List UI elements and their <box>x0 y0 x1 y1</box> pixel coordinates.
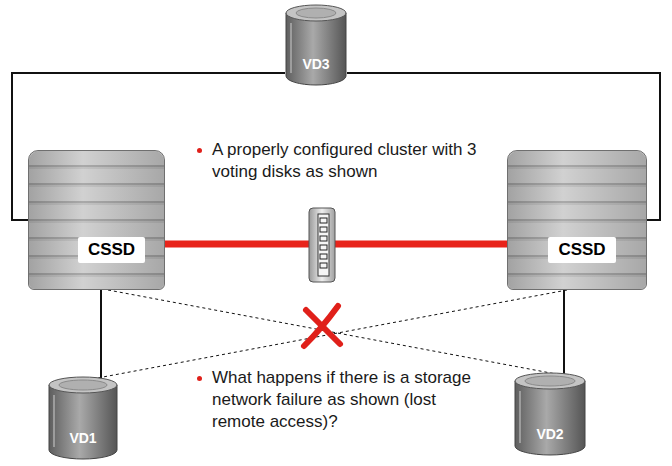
remote-storage-link <box>87 290 567 380</box>
bullet-dot <box>197 148 202 153</box>
disk-cylinder <box>285 4 347 86</box>
daemon-label: CSSD <box>78 237 145 263</box>
daemon-label: CSSD <box>548 237 615 263</box>
interconnect-link <box>165 241 507 248</box>
bullet-note: What happens if there is a storage netwo… <box>212 367 474 433</box>
bullet-dot <box>197 376 202 381</box>
server-face <box>508 151 646 289</box>
failure-cross <box>304 306 340 346</box>
server-face <box>29 151 164 289</box>
disk-cylinder <box>514 372 586 456</box>
storage-link <box>563 290 565 378</box>
voting-disk: VD2 <box>514 372 586 456</box>
disk-label: VD1 <box>48 430 118 446</box>
bullet-note: A properly configured cluster with 3 vot… <box>212 139 482 183</box>
disk-cylinder <box>48 376 118 460</box>
server-node: CSSD <box>507 150 647 290</box>
voting-disk: VD1 <box>48 376 118 460</box>
disk-label: VD2 <box>514 426 586 442</box>
switch-icon <box>309 208 335 282</box>
storage-link <box>100 290 102 382</box>
voting-disk: VD3 <box>285 4 347 86</box>
server-node: CSSD <box>28 150 165 290</box>
disk-label: VD3 <box>285 56 347 72</box>
remote-storage-link <box>108 290 556 374</box>
